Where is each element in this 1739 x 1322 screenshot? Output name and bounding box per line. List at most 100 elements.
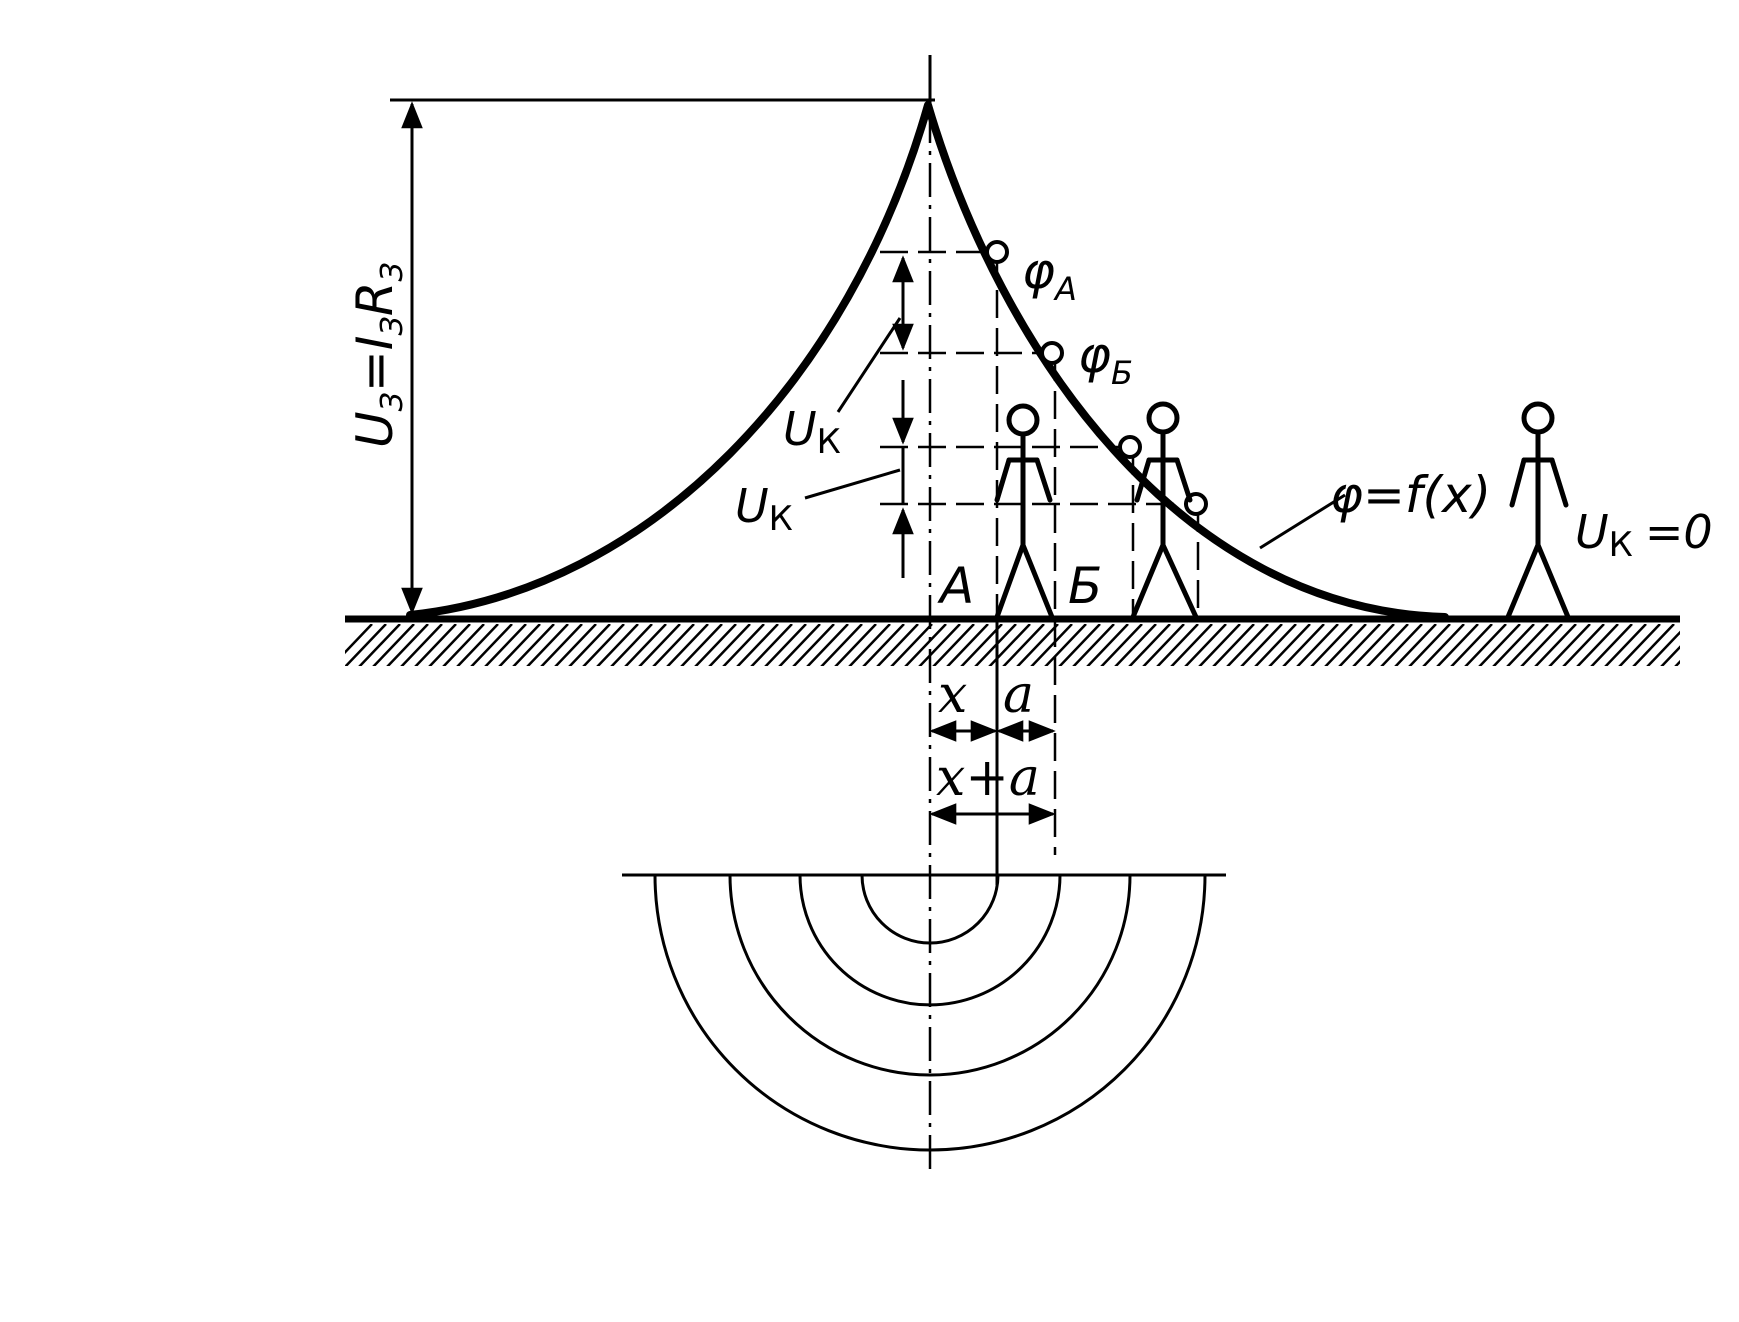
hatch-stroke (1240, 624, 1283, 666)
hatch-stroke (1352, 624, 1395, 666)
hatch-stroke (1478, 624, 1521, 666)
hatch-stroke (918, 624, 961, 666)
uk-leader-upper (836, 317, 902, 413)
hatch-stroke (1142, 624, 1185, 666)
hatch-stroke (1016, 624, 1059, 666)
hatch-stroke (960, 624, 1003, 666)
hatch-stroke (1058, 624, 1101, 666)
hatch-stroke (1506, 624, 1549, 666)
hatch-stroke (1226, 624, 1269, 666)
hatch-stroke (988, 624, 1031, 666)
potential-function-label: φ=f(x) (1330, 466, 1491, 524)
hatch-stroke (1380, 624, 1423, 666)
hatch-stroke (372, 624, 415, 666)
hatch-stroke (1436, 624, 1479, 666)
hatch-stroke (834, 624, 877, 666)
hatch-stroke (526, 624, 569, 666)
hatch-stroke (708, 624, 751, 666)
equipotential-semicircles (653, 874, 1207, 1152)
hatch-stroke (1100, 624, 1143, 666)
hatch-stroke (345, 624, 387, 666)
hatch-stroke (596, 624, 639, 666)
hatch-stroke (1590, 624, 1633, 666)
person-figure-3 (1505, 401, 1571, 620)
person-figure-2 (1130, 401, 1199, 620)
hatch-stroke (1310, 624, 1353, 666)
hatch-stroke (414, 624, 457, 666)
hatch-stroke (1170, 624, 1213, 666)
hatch-stroke (1002, 624, 1045, 666)
hatch-stroke (820, 624, 863, 666)
hatch-stroke (442, 624, 485, 666)
dim-x-label: x (938, 665, 967, 725)
hatch-stroke (778, 624, 821, 666)
hatch-stroke (666, 624, 709, 666)
hatch-stroke (400, 624, 443, 666)
hatch-stroke (1534, 624, 1577, 666)
hatch-stroke (358, 624, 401, 666)
hatch-stroke (974, 624, 1017, 666)
hatch-stroke (722, 624, 765, 666)
hatch-stroke (540, 624, 583, 666)
hatch-stroke (750, 624, 793, 666)
hatch-stroke (1492, 624, 1535, 666)
point-a-label: А (937, 557, 974, 615)
hatch-stroke (568, 624, 611, 666)
hatch-stroke (1254, 624, 1297, 666)
hatch-stroke (946, 624, 989, 666)
hatch-stroke (1212, 624, 1255, 666)
hatch-stroke (1030, 624, 1073, 666)
hatch-stroke (764, 624, 807, 666)
hatch-stroke (680, 624, 723, 666)
hatch-stroke (1114, 624, 1157, 666)
hatch-stroke (932, 624, 975, 666)
hatch-stroke (1450, 624, 1493, 666)
hatch-stroke (512, 624, 555, 666)
hatch-stroke (1688, 624, 1730, 668)
hatch-stroke (470, 624, 513, 666)
hatch-stroke (1198, 624, 1241, 666)
second-upper-point (1118, 435, 1142, 459)
hatch-stroke (1408, 624, 1451, 666)
hatch-stroke (554, 624, 597, 666)
dim-a-label: a (1003, 665, 1034, 725)
hatch-stroke (890, 624, 933, 666)
hatch-stroke (610, 624, 653, 666)
hatch-stroke (806, 624, 849, 666)
step-voltage-label-upper: UК (783, 402, 841, 462)
hatch-stroke (652, 624, 695, 666)
hatch-stroke (1366, 624, 1409, 666)
hatch-stroke (484, 624, 527, 666)
ground-voltage-label: UЗ=IЗRЗ (346, 262, 410, 448)
hatch-stroke (1128, 624, 1171, 666)
hatch-stroke (1562, 624, 1605, 666)
hatch-stroke (848, 624, 891, 666)
hatch-stroke (498, 624, 541, 666)
phi-a-label: φА (1022, 242, 1077, 308)
hatch-stroke (876, 624, 919, 666)
hatch-stroke (1422, 624, 1465, 666)
dim-x-plus-a-label: x+a (936, 748, 1040, 808)
hatch-stroke (428, 624, 471, 666)
hatch-stroke (904, 624, 947, 666)
hatch-stroke (1156, 624, 1199, 666)
hatch-stroke (694, 624, 737, 666)
svg-text:UЗ=IЗRЗ: UЗ=IЗRЗ (346, 262, 410, 448)
phi-b-point (1040, 341, 1064, 365)
step-voltage-label-lower: UК (735, 479, 793, 539)
hatch-stroke (1548, 624, 1591, 666)
hatch-stroke (345, 624, 373, 655)
hatch-stroke (1086, 624, 1129, 666)
hatch-stroke (1618, 624, 1661, 666)
hatch-stroke (1184, 624, 1227, 666)
hatch-stroke (1072, 624, 1115, 666)
hatch-stroke (582, 624, 625, 666)
hatch-stroke (1674, 659, 1680, 666)
hatch-stroke (386, 624, 429, 666)
hatch-stroke (1660, 645, 1680, 666)
ground-hatching (345, 624, 1730, 668)
person-figure-1 (994, 403, 1055, 620)
hatch-stroke (1324, 624, 1367, 666)
hatch-stroke (1282, 624, 1325, 666)
